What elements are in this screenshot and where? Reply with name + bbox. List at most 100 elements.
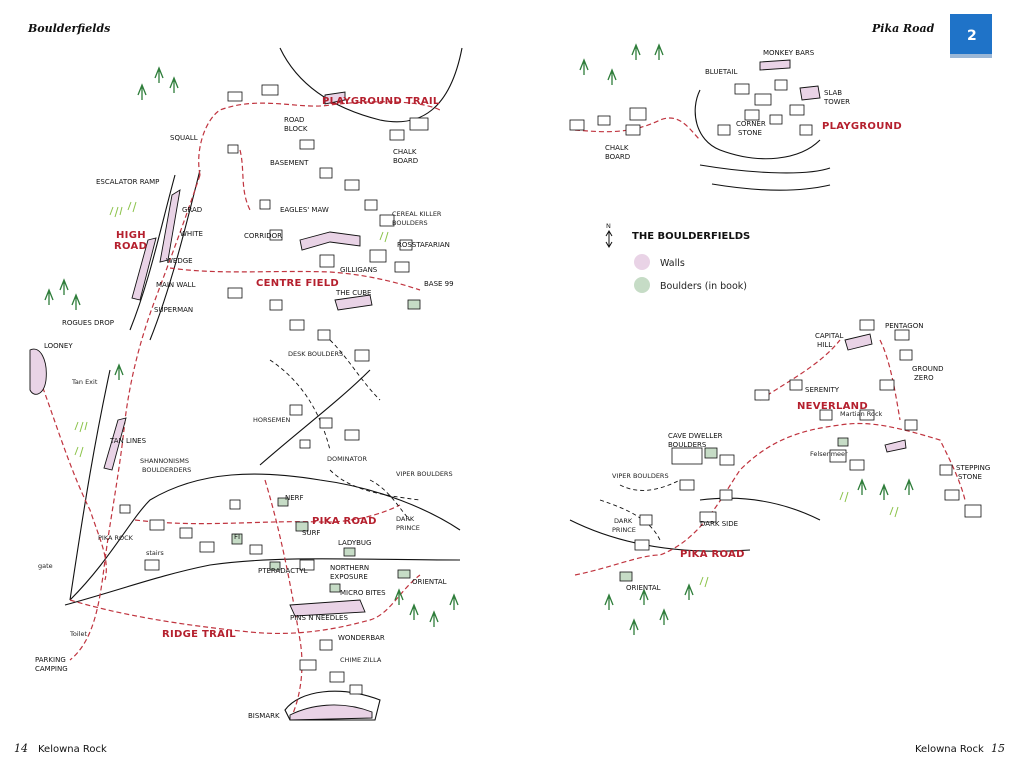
- trail-basement: [239, 149, 251, 211]
- label-cave-dweller-2: BOULDERS: [668, 441, 707, 449]
- label-squall: SQUALL: [170, 134, 198, 142]
- label-cereal-killer-2: BOULDERS: [392, 219, 428, 227]
- trail-south: [264, 479, 303, 721]
- label-main-wall: MAIN WALL: [156, 281, 196, 289]
- label-pteradactyl: PTERADACTYL: [258, 567, 308, 575]
- boulder-surf: [295, 521, 309, 532]
- bismark-wall-outline: [284, 690, 381, 721]
- label-tan-exit: Tan Exit: [71, 378, 98, 386]
- label-ladybug: LADYBUG: [338, 539, 371, 547]
- label-road-block-2: BLOCK: [284, 125, 308, 133]
- legend-title: THE BOULDERFIELDS: [632, 231, 750, 242]
- label-shannonisms-2: BOULDERDERS: [142, 466, 191, 474]
- label-ground-zero-1: GROUND: [912, 365, 944, 373]
- label-horsemen: HORSEMEN: [253, 416, 290, 424]
- area-label-high-road-2: ROAD: [114, 241, 147, 252]
- chapter-badge-number: 2: [967, 28, 977, 44]
- label-chime-zilla: CHIME ZILLA: [340, 656, 382, 664]
- label-ground-zero-2: ZERO: [914, 374, 934, 382]
- label-superman: SUPERMAN: [154, 306, 193, 314]
- label-rosstafarian: ROSSTAFARIAN: [397, 241, 450, 249]
- road-top-left: [279, 47, 463, 123]
- label-pentagon: PENTAGON: [885, 322, 923, 330]
- boulder-fi: [231, 533, 243, 545]
- label-capital-hill-2: HILL: [817, 341, 832, 349]
- wall-felsenmeer: [884, 439, 907, 453]
- road-pika-right: [569, 519, 751, 552]
- map-legend: N THE BOULDERFIELDS Walls Boulders (in b…: [605, 222, 750, 293]
- path-desk-2: [329, 339, 381, 401]
- wall-pentagon: [844, 333, 873, 351]
- label-monkey-bars: MONKEY BARS: [763, 49, 815, 57]
- label-rogues-drop: ROGUES DROP: [62, 319, 114, 327]
- label-chalk-board-right-1: CHALK: [605, 144, 629, 152]
- label-serenity: SERENITY: [805, 386, 840, 394]
- trees-neverland: [604, 478, 914, 635]
- grass-left: [74, 201, 389, 458]
- boulder-nerf: [277, 497, 289, 507]
- label-the-cube: THE CUBE: [335, 289, 371, 297]
- rock-field-neverland: [634, 319, 982, 551]
- label-wedge: WEDGE: [166, 257, 193, 265]
- right-book-title: Kelowna Rock: [915, 744, 984, 755]
- area-label-playground: PLAYGROUND: [822, 121, 902, 132]
- rock-field-left: [119, 84, 429, 695]
- label-dark-side: DARK SIDE: [700, 520, 738, 528]
- boulder-ladybug: [343, 547, 356, 557]
- road-pika-lower: [64, 558, 461, 606]
- label-basement: BASEMENT: [270, 159, 309, 167]
- label-stepping-stone-1: STEPPING: [956, 464, 990, 472]
- boulder-martian: [837, 437, 849, 447]
- road-high: [129, 174, 176, 331]
- wall-slab-tower: [799, 85, 821, 101]
- label-slab-tower-1: SLAB: [824, 89, 842, 97]
- label-escalator-ramp: ESCALATOR RAMP: [96, 178, 159, 186]
- rock-field-playground: [569, 79, 813, 136]
- label-pins-n-needles: PINS N NEEDLES: [290, 614, 348, 622]
- label-dark-prince-right-1: DARK: [614, 517, 633, 525]
- label-stepping-stone-2: STONE: [958, 473, 982, 481]
- label-oriental-right: ORIENTAL: [626, 584, 661, 592]
- wall-monkey-bars: [759, 59, 791, 71]
- north-arrow-letter: N: [606, 222, 611, 230]
- label-gilligans: GILLIGANS: [340, 266, 378, 274]
- wall-looney: [29, 348, 47, 395]
- label-eagles-maw: EAGLES' MAW: [280, 206, 329, 214]
- path-viper-right-2: [619, 479, 681, 491]
- trail-ground-zero: [879, 339, 901, 421]
- label-chalk-board-1: CHALK: [393, 148, 417, 156]
- label-white: WHITE: [180, 230, 203, 238]
- path-viper-right: [599, 499, 661, 541]
- label-chalk-board-2: BOARD: [393, 157, 418, 165]
- trail-centre: [169, 267, 421, 291]
- label-chalk-board-right-2: BOARD: [605, 153, 630, 161]
- label-slab-tower-2: TOWER: [823, 98, 850, 106]
- wall-bismark: [289, 704, 373, 721]
- trail-neverland: [574, 422, 966, 576]
- chapter-badge: 2: [950, 14, 992, 58]
- right-page-footer: Kelowna Rock 15: [915, 742, 1005, 755]
- road-centre-edge: [259, 369, 371, 466]
- right-map-neverland: NEVERLAND PIKA ROAD PENTAGON CAPITAL HIL…: [569, 319, 990, 635]
- boulder-micro-bites: [329, 583, 341, 593]
- area-label-centre-field: CENTRE FIELD: [256, 278, 339, 289]
- label-viper-boulders-right: VIPER BOULDERS: [612, 472, 669, 480]
- label-looney: LOONEY: [44, 342, 73, 350]
- label-felsenmeer: Felsenmeer: [810, 450, 848, 458]
- label-dark-prince-left-2: PRINCE: [396, 524, 420, 532]
- trail-tan-exit: [39, 379, 107, 581]
- area-label-playground-trail: PLAYGROUND TRAIL: [322, 96, 440, 107]
- wall-tan-lines: [103, 417, 127, 471]
- right-page-header: Pika Road: [871, 22, 935, 35]
- grass-neverland: [699, 491, 899, 588]
- label-northern-exposure-2: EXPOSURE: [330, 573, 368, 581]
- label-corner-stone-2: STONE: [738, 129, 762, 137]
- wall-eagles-maw: [299, 231, 361, 251]
- label-pika-rock: PIKA ROCK: [98, 534, 134, 542]
- wall-white: [131, 237, 157, 301]
- label-base-99: BASE 99: [424, 280, 454, 288]
- label-northern-exposure-1: NORTHERN: [330, 564, 369, 572]
- label-dark-prince-right-2: PRINCE: [612, 526, 636, 534]
- boulder-base-99: [407, 299, 421, 310]
- trail-playground: [198, 101, 441, 176]
